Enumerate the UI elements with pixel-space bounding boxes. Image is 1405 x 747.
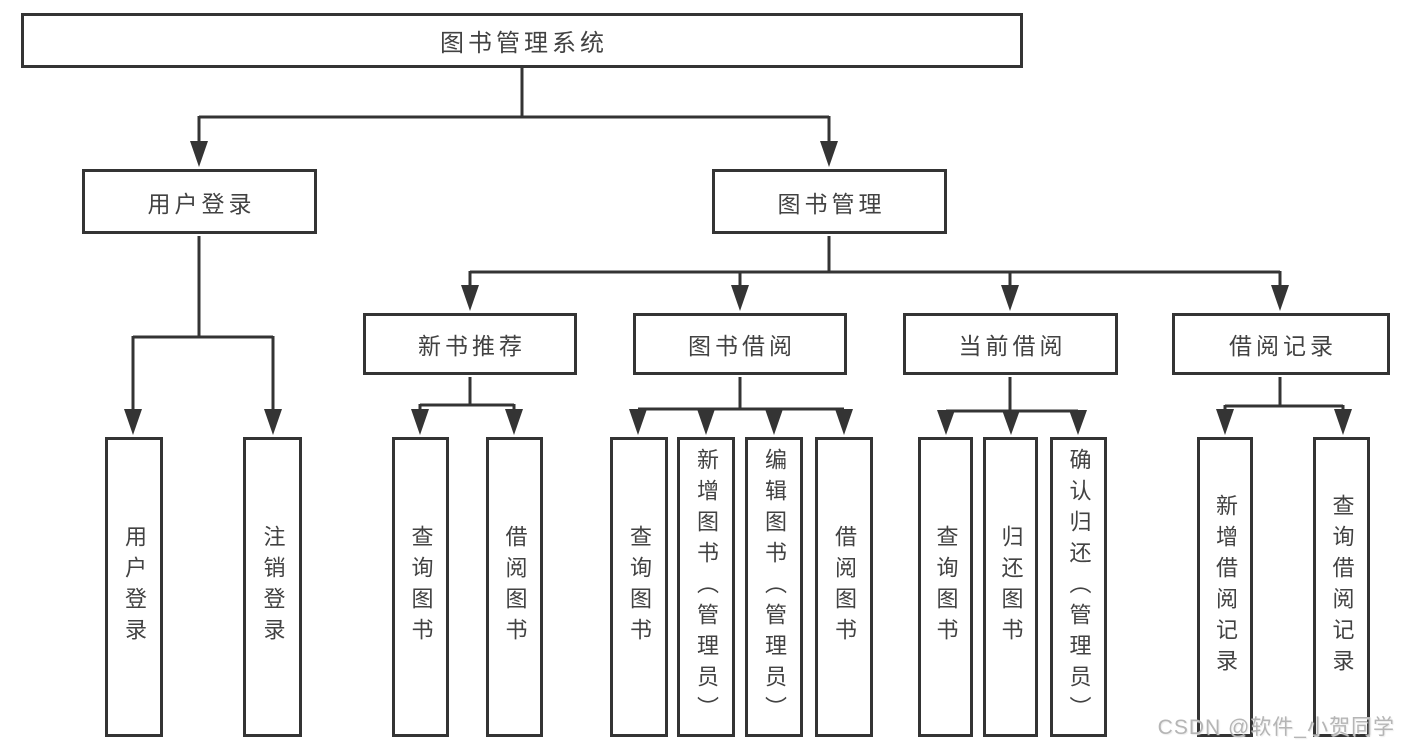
leaf-user-login: 用户登录: [105, 437, 163, 737]
node-label: 借阅图书: [832, 525, 857, 649]
node-label: 图书管理: [777, 190, 886, 217]
leaf-return-books: 归还图书: [983, 437, 1038, 737]
node-new-book-recommend: 新书推荐: [363, 313, 577, 375]
leaf-logout: 注销登录: [243, 437, 302, 737]
node-label: 当前借阅: [958, 333, 1067, 359]
leaf-query-books-1: 查询图书: [392, 437, 449, 737]
node-book-borrow: 图书借阅: [633, 313, 847, 375]
node-label: 借阅图书: [502, 525, 528, 649]
node-label: 图书管理系统: [440, 30, 608, 57]
node-label: 查询图书: [933, 525, 959, 649]
node-label: 图书借阅: [688, 333, 796, 359]
node-label: 确认归还（管理员）: [1066, 447, 1092, 727]
node-user-login: 用户登录: [82, 169, 317, 234]
node-label: 注销登录: [260, 525, 286, 649]
node-borrow-records: 借阅记录: [1172, 313, 1390, 375]
node-book-management: 图书管理: [712, 169, 947, 234]
node-library-management-system: 图书管理系统: [21, 13, 1023, 68]
node-label: 新增图书（管理员）: [694, 447, 719, 727]
leaf-add-books-admin: 新增图书（管理员）: [677, 437, 735, 737]
leaf-query-books-3: 查询图书: [918, 437, 973, 737]
node-label: 新增借阅记录: [1213, 494, 1238, 680]
node-label: 用户登录: [147, 190, 256, 217]
node-label: 新书推荐: [418, 333, 526, 359]
leaf-query-books-2: 查询图书: [610, 437, 668, 737]
node-label: 用户登录: [122, 525, 147, 649]
node-label: 查询图书: [627, 525, 652, 649]
leaf-edit-books-admin: 编辑图书（管理员）: [745, 437, 803, 737]
leaf-query-borrow-record: 查询借阅记录: [1313, 437, 1370, 737]
leaf-borrow-books-2: 借阅图书: [815, 437, 873, 737]
node-label: 归还图书: [998, 525, 1024, 649]
leaf-add-borrow-record: 新增借阅记录: [1197, 437, 1253, 737]
node-label: 借阅记录: [1229, 333, 1337, 359]
node-label: 编辑图书（管理员）: [762, 447, 787, 727]
csdn-watermark: CSDN @软件_小贺同学: [1157, 716, 1395, 739]
node-current-borrow: 当前借阅: [903, 313, 1118, 375]
arrowheads: [124, 141, 1352, 435]
leaf-confirm-return-admin: 确认归还（管理员）: [1050, 437, 1107, 737]
leaf-borrow-books-1: 借阅图书: [486, 437, 543, 737]
node-label: 查询图书: [408, 525, 434, 649]
node-label: 查询借阅记录: [1329, 494, 1355, 680]
